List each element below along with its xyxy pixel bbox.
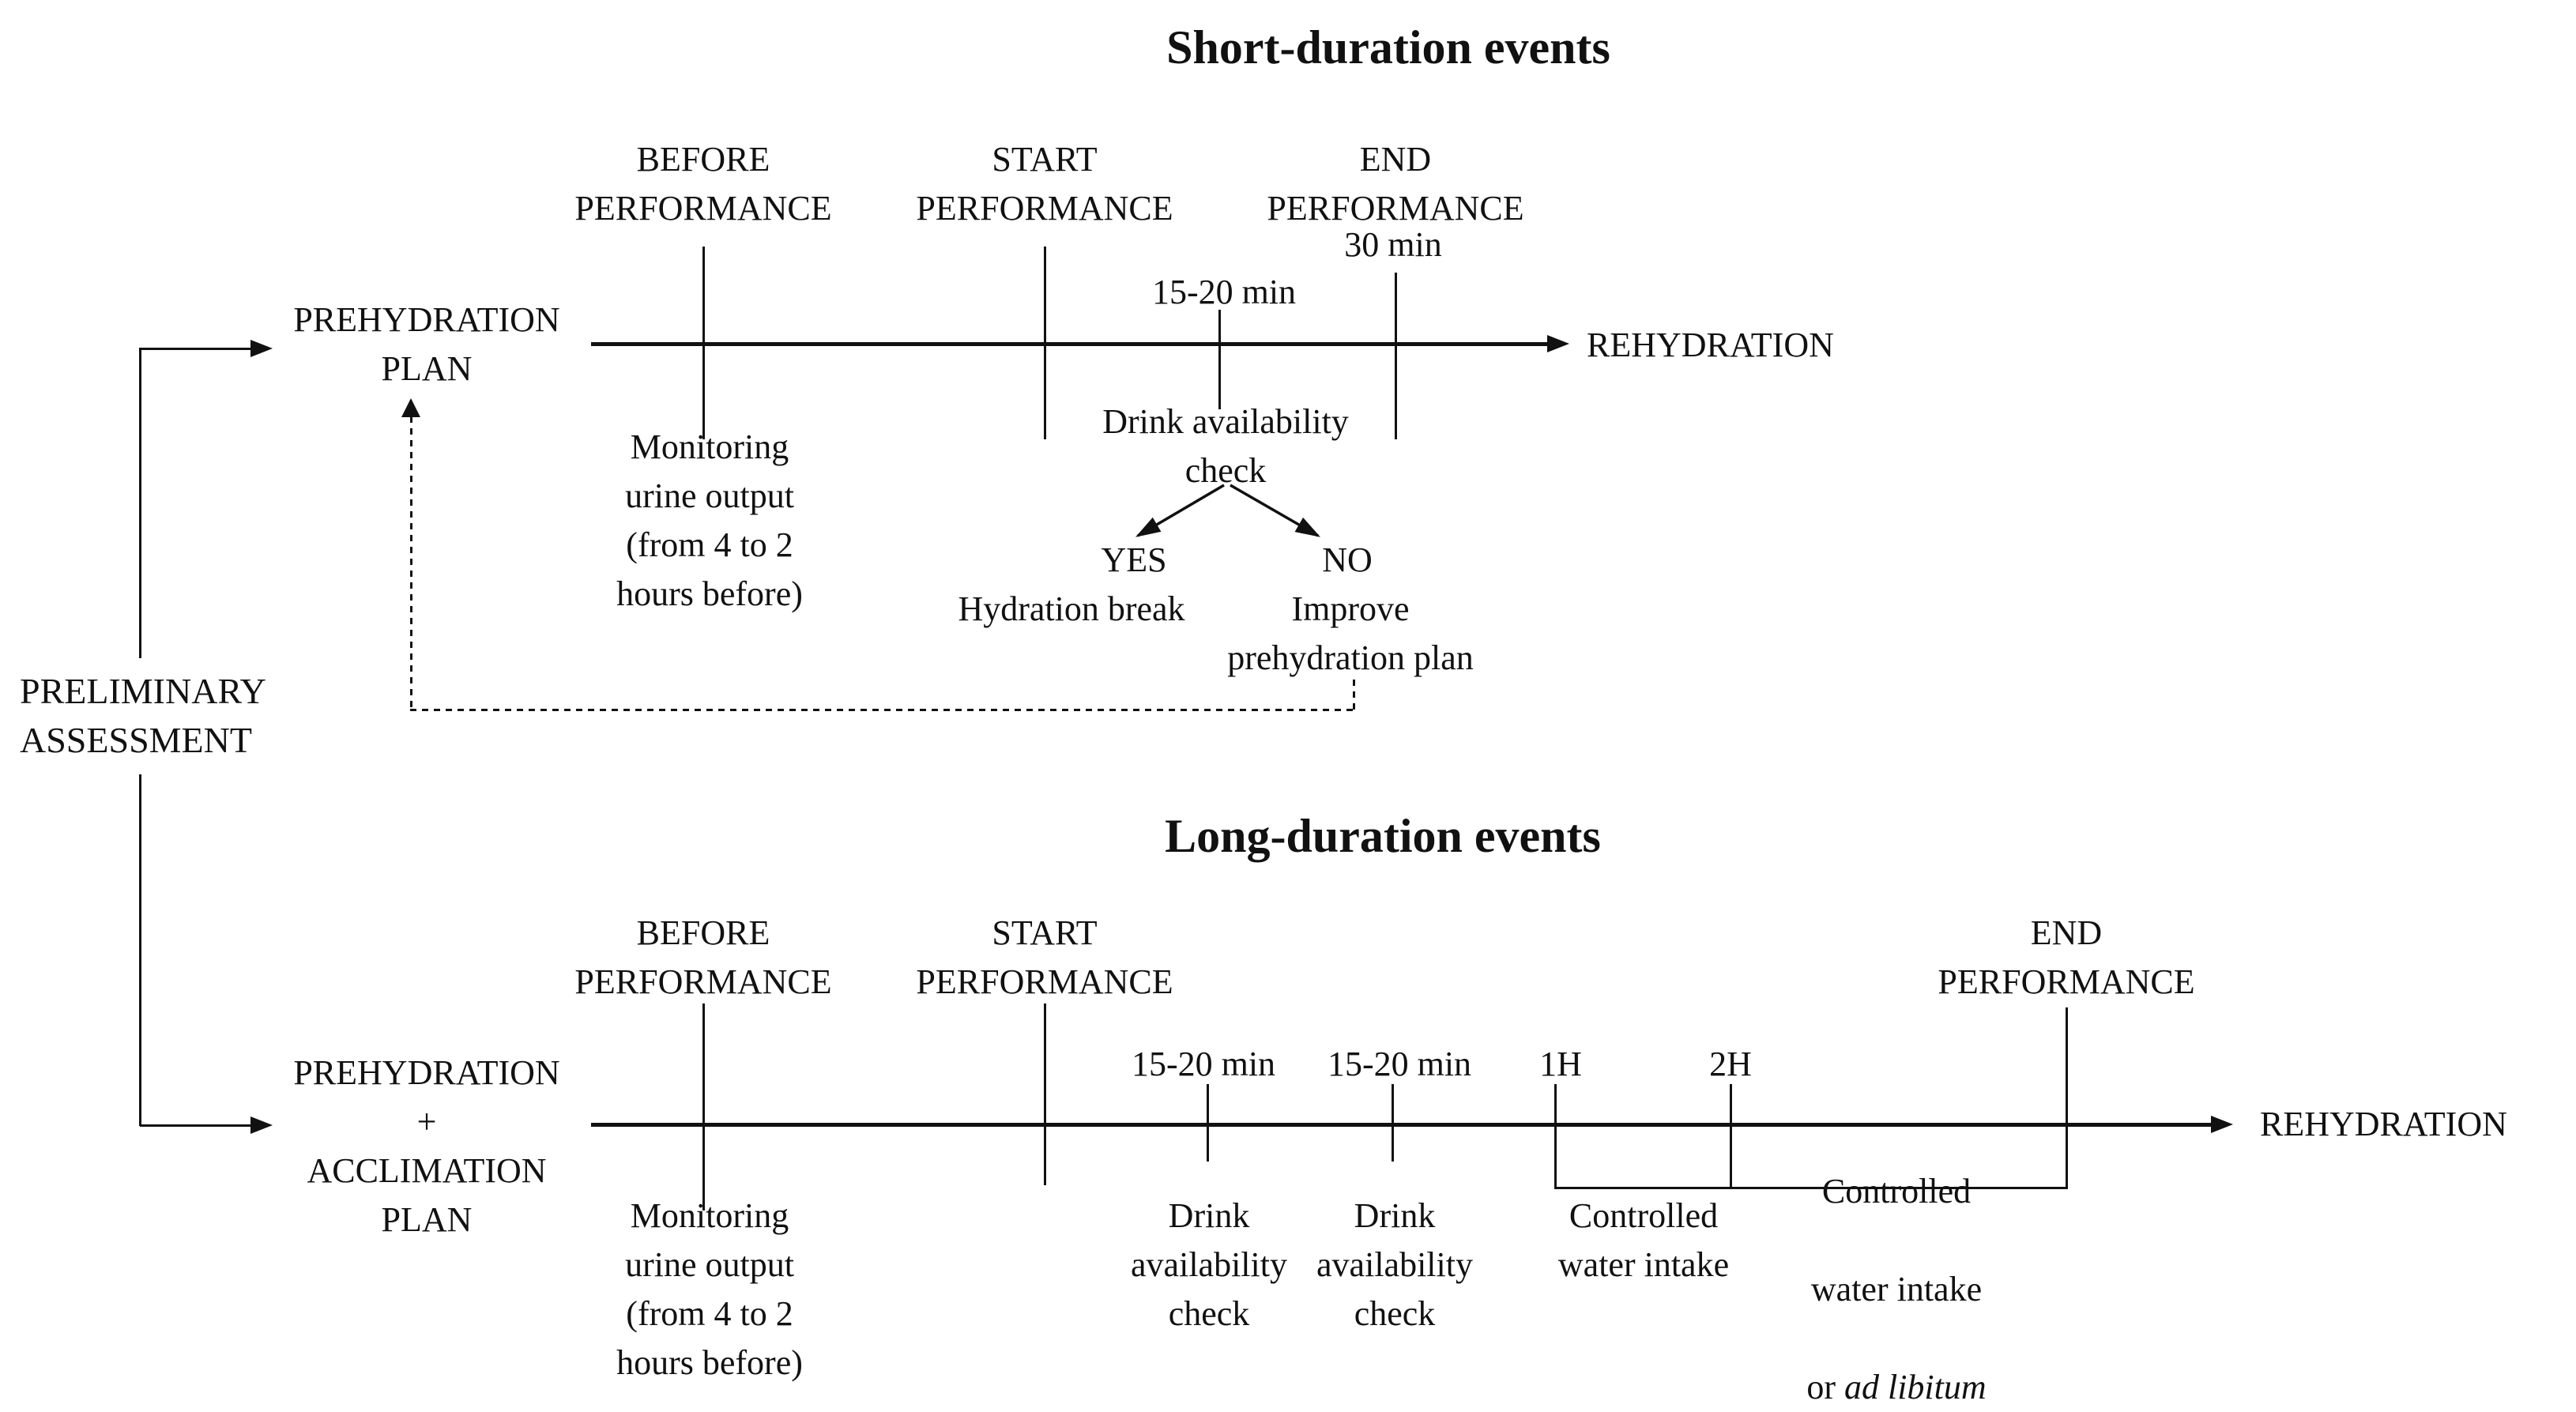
feedback-dash-across bbox=[410, 709, 1355, 711]
controlled-water-intake-label: Controlled water intake bbox=[1557, 1196, 1730, 1284]
hydration-break-label: Hydration break bbox=[958, 589, 1185, 628]
controlled-adlib-or: or bbox=[1806, 1368, 1844, 1406]
long-1h-label: 1H bbox=[1539, 1045, 1582, 1083]
long-duration-title: Long-duration events bbox=[1165, 810, 1601, 862]
long-drink-check-label-2: Drink availability check bbox=[1316, 1196, 1473, 1333]
short-duration-title: Short-duration events bbox=[1166, 21, 1610, 73]
short-15-20min-label: 15-20 min bbox=[1151, 273, 1297, 311]
long-15-20min-label-1: 15-20 min bbox=[1131, 1045, 1276, 1083]
arrowhead-to-acclimation-plan bbox=[250, 1116, 273, 1134]
short-timeline bbox=[591, 342, 1549, 346]
acclimation-plan-label: PREHYDRATION + ACCLIMATION PLAN bbox=[293, 1053, 560, 1239]
short-end-performance-label: END PERFORMANCE bbox=[1267, 140, 1524, 228]
long-tick-before bbox=[702, 1003, 705, 1211]
long-end-performance-label: END PERFORMANCE bbox=[1938, 913, 2195, 1001]
long-15-20min-label-2: 15-20 min bbox=[1327, 1045, 1472, 1083]
long-drink-check-label-1: Drink availability check bbox=[1131, 1196, 1287, 1333]
feedback-arrowhead bbox=[401, 398, 420, 417]
short-timeline-arrowhead bbox=[1547, 335, 1569, 352]
short-tick-start bbox=[1044, 247, 1046, 439]
long-start-performance-label: START PERFORMANCE bbox=[916, 913, 1173, 1001]
long-tick-end bbox=[2066, 1007, 2068, 1189]
short-before-performance-label: BEFORE PERFORMANCE bbox=[574, 140, 832, 228]
long-before-performance-label: BEFORE PERFORMANCE bbox=[574, 913, 832, 1001]
short-tick-15-20 bbox=[1218, 310, 1221, 409]
long-timeline-arrowhead bbox=[2211, 1116, 2233, 1133]
short-drink-check-label: Drink availability check bbox=[1102, 402, 1349, 490]
feedback-dash-up bbox=[410, 416, 412, 711]
short-tick-end bbox=[1395, 273, 1397, 439]
preliminary-assessment-label: PRELIMINARY ASSESSMENT bbox=[20, 671, 266, 760]
long-tick-start bbox=[1044, 1003, 1046, 1185]
long-timeline bbox=[591, 1123, 2213, 1127]
long-2h-label: 2H bbox=[1709, 1045, 1752, 1083]
yes-label: YES bbox=[1101, 540, 1167, 579]
long-rehydration-label: REHYDRATION bbox=[2260, 1105, 2507, 1143]
arrow-line-to-prehydration-plan bbox=[140, 348, 252, 350]
short-start-performance-label: START PERFORMANCE bbox=[916, 140, 1173, 228]
long-tick-15-20-first bbox=[1207, 1084, 1209, 1162]
controlled-adlib-line1: Controlled bbox=[1821, 1172, 1972, 1211]
short-30min-label: 30 min bbox=[1344, 225, 1442, 264]
short-tick-before bbox=[702, 247, 705, 439]
controlled-adlib-line2: water intake bbox=[1810, 1270, 1983, 1308]
no-label: NO bbox=[1322, 540, 1373, 579]
long-tick-1h bbox=[1554, 1084, 1557, 1189]
decision-fork-arrows bbox=[1135, 484, 1321, 537]
assessment-spine-upper bbox=[139, 348, 141, 658]
short-rehydration-label: REHYDRATION bbox=[1587, 326, 1834, 364]
arrowhead-to-prehydration-plan bbox=[250, 340, 273, 357]
ad-libitum-italic: ad libitum bbox=[1843, 1368, 1987, 1406]
assessment-spine-lower bbox=[139, 774, 141, 1126]
long-tick-2h bbox=[1730, 1084, 1732, 1189]
feedback-dash-down bbox=[1353, 680, 1355, 711]
controlled-intake-bracket bbox=[1554, 1187, 2068, 1189]
long-monitoring-urine-label: Monitoring urine output (from 4 to 2 hou… bbox=[616, 1196, 803, 1382]
short-monitoring-urine-label: Monitoring urine output (from 4 to 2 hou… bbox=[616, 427, 803, 613]
prehydration-plan-label: PREHYDRATION PLAN bbox=[293, 300, 560, 388]
arrow-line-to-acclimation-plan bbox=[140, 1124, 252, 1127]
controlled-water-intake-adlib-label: Controlled water intake or ad libitum bbox=[1806, 1118, 1986, 1412]
improve-prehydration-label: Improve prehydration plan bbox=[1227, 589, 1474, 677]
long-tick-15-20-second bbox=[1392, 1084, 1394, 1162]
